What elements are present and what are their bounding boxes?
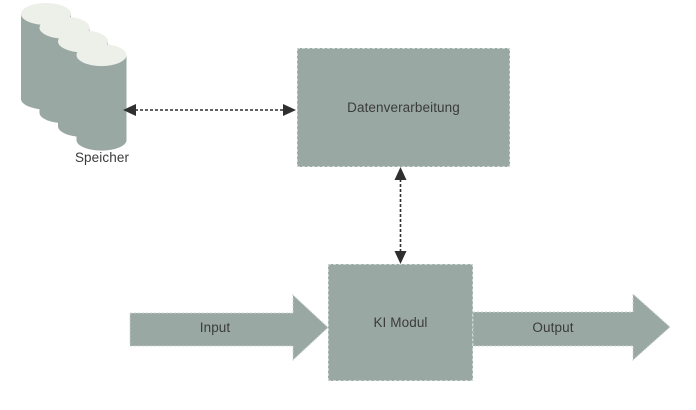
output-arrow-label: Output — [532, 320, 574, 335]
node-datenverarbeitung: Datenverarbeitung — [297, 48, 510, 167]
input-block-arrow — [129, 293, 329, 362]
output-block-arrow — [472, 292, 671, 362]
connector-datenverarbeitung-ki-modul — [394, 167, 407, 264]
connector-speicher-datenverarbeitung — [123, 104, 296, 116]
node-datenverarbeitung-label: Datenverarbeitung — [347, 100, 460, 115]
input-arrow-label: Input — [199, 320, 231, 335]
node-ki-modul: KI Modul — [328, 264, 473, 381]
node-ki-modul-label: KI Modul — [373, 315, 428, 330]
storage-cylinders-icon — [21, 3, 127, 151]
node-speicher-label: Speicher — [74, 150, 130, 165]
